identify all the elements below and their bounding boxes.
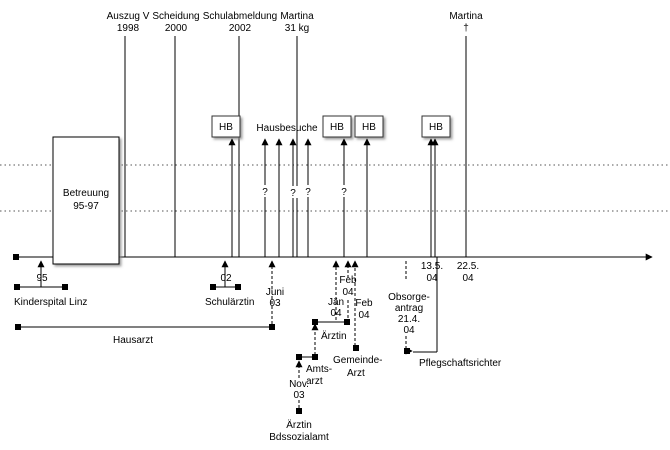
event-scheidung: Scheidung 2000 bbox=[152, 11, 200, 257]
feb-b-year: 04 bbox=[358, 310, 370, 321]
feb-a-year: 04 bbox=[342, 287, 354, 298]
question-bg bbox=[338, 185, 350, 197]
date-22-5-year: 04 bbox=[462, 273, 474, 284]
obsorge-label-line2: antrag bbox=[395, 303, 423, 314]
event-hausarzt: Juni 03 Hausarzt bbox=[15, 260, 284, 346]
gemeindearzt-label-line1: Gemeinde- bbox=[333, 355, 382, 366]
gemeindearzt-label-line2: Arzt bbox=[347, 368, 365, 379]
question-bg bbox=[259, 185, 271, 197]
hausbesuche-arrows bbox=[228, 138, 439, 257]
nov-label: Nov. bbox=[289, 379, 309, 390]
schularztin-label: Schulärztin bbox=[205, 297, 254, 308]
event-martina-death: Martina † bbox=[449, 11, 483, 257]
arztin-label: Ärztin bbox=[321, 330, 347, 342]
death-cross-icon: † bbox=[463, 23, 469, 34]
amtsarzt-label-line1: Amts- bbox=[306, 364, 332, 375]
arztin-bds-label-line1: Ärztin bbox=[286, 419, 312, 431]
year-95-label: 95 bbox=[36, 273, 48, 284]
date-13-5-label: 13.5. bbox=[421, 261, 443, 272]
hb-box-4: HB bbox=[421, 115, 451, 138]
schulabmeldung-label: Schulabmeldung bbox=[203, 11, 278, 22]
obsorge-date: 21.4. bbox=[398, 314, 420, 325]
scheidung-label: Scheidung bbox=[152, 11, 199, 22]
hb-box-1: HB bbox=[211, 115, 241, 138]
martina-weight: 31 kg bbox=[285, 23, 309, 34]
obsorge-year: 04 bbox=[403, 325, 415, 336]
event-gemeindearzt: Feb 04 Gemeinde- Arzt bbox=[333, 260, 382, 379]
event-schulabmeldung: Schulabmeldung 2002 bbox=[203, 11, 278, 257]
betreuung-label-line2: 95-97 bbox=[73, 201, 99, 212]
feb-a-label: Feb bbox=[339, 275, 357, 286]
question-mark: ? bbox=[305, 187, 311, 198]
hb-label: HB bbox=[330, 122, 344, 133]
jan-label: Jän bbox=[328, 297, 344, 308]
juni-year: 03 bbox=[269, 298, 281, 309]
timeline-start-marker bbox=[13, 254, 19, 260]
martina-death-label: Martina bbox=[449, 11, 483, 22]
jan-year: 04 bbox=[330, 308, 342, 319]
date-13-5-year: 04 bbox=[426, 273, 438, 284]
question-mark: ? bbox=[341, 187, 347, 198]
scheidung-year: 2000 bbox=[165, 23, 188, 34]
obsorge-label-line1: Obsorge- bbox=[388, 292, 430, 303]
event-feb04-a: Feb 04 bbox=[339, 260, 357, 319]
kinderspital-label: Kinderspital Linz bbox=[14, 297, 87, 308]
event-schularztin: 02 Schulärztin bbox=[205, 260, 254, 308]
year-02-label: 02 bbox=[220, 273, 232, 284]
event-pflegschaftsrichter: Pflegschaftsrichter bbox=[413, 257, 502, 369]
event-obsorgeantrag: Obsorge- antrag 21.4. 04 bbox=[388, 261, 430, 355]
feb-b-label: Feb bbox=[355, 298, 373, 309]
hb-box-2: HB bbox=[322, 115, 352, 138]
betreuung-label-line1: Betreuung bbox=[63, 188, 109, 199]
hb-box-3: HB bbox=[354, 115, 384, 138]
betreuung-box: Betreuung 95-97 bbox=[52, 136, 120, 265]
event-amtsarzt: Amts- arzt Nov. 03 Ärztin Bdssozialamt bbox=[269, 323, 332, 443]
auszug-year: 1998 bbox=[117, 23, 140, 34]
hausarzt-label: Hausarzt bbox=[113, 335, 153, 346]
arztin-bds-label-line2: Bdssozialamt bbox=[269, 432, 329, 443]
auszug-label: Auszug V bbox=[107, 11, 150, 22]
hb-label: HB bbox=[362, 122, 376, 133]
question-mark: ? bbox=[262, 187, 268, 198]
event-auszug: Auszug V 1998 bbox=[107, 11, 150, 257]
pflegschaftsrichter-label: Pflegschaftsrichter bbox=[419, 358, 502, 369]
hb-label: HB bbox=[219, 122, 233, 133]
nov-year: 03 bbox=[293, 390, 305, 401]
amtsarzt-label-line2: arzt bbox=[306, 376, 323, 387]
question-bg bbox=[302, 185, 314, 197]
question-bg bbox=[287, 186, 299, 198]
event-kinderspital: 95 Kinderspital Linz bbox=[14, 260, 87, 308]
date-22-5-label: 22.5. bbox=[457, 261, 479, 272]
schulabmeldung-year: 2002 bbox=[229, 23, 252, 34]
hausbesuche-label: Hausbesuche bbox=[256, 123, 318, 134]
hb-label: HB bbox=[429, 122, 443, 133]
martina-label: Martina bbox=[280, 11, 314, 22]
event-arztin-jan04: Jän 04 Ärztin bbox=[312, 260, 350, 342]
juni-label: Juni bbox=[266, 287, 284, 298]
question-mark: ? bbox=[290, 188, 296, 199]
event-martina-31kg: Martina 31 kg bbox=[280, 11, 314, 257]
